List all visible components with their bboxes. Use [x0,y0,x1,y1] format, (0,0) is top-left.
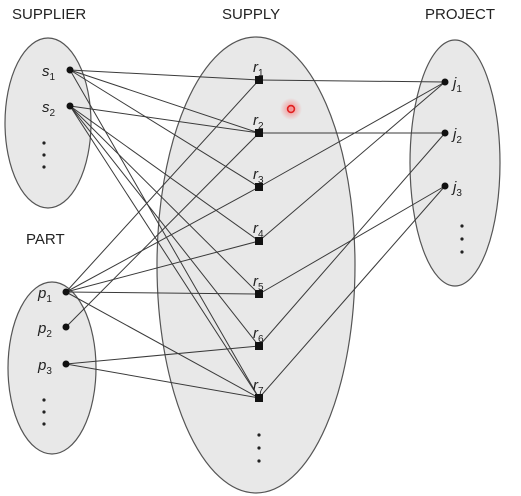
supplier-set-title: SUPPLIER [12,6,86,23]
node-label-s1: s1 [42,63,56,83]
edge-p1-r4 [65,240,260,293]
node-label-j1: j1 [451,75,462,95]
entity-node-s2 [66,102,74,110]
edge-p3-r6 [65,345,260,365]
entity-node-p2 [62,323,70,331]
node-label-r4: r4 [253,220,264,240]
relationship-node-r7 [255,394,263,402]
entity-node-p3 [62,360,70,368]
entity-node-p1 [62,288,70,296]
relationship-node-r3 [255,183,263,191]
edge-s2-r4 [69,105,260,242]
edge-s1-r3 [69,69,260,188]
relationship-node-r6 [255,342,263,350]
node-label-j3: j3 [451,179,462,199]
entity-node-j2 [441,129,449,137]
relationship-node-r1 [255,76,263,84]
edge-s2-r2 [69,105,260,134]
part-more-dots [42,398,46,426]
part-set-title: PART [26,231,65,248]
relationship-node-r2 [255,129,263,137]
node-label-j2: j2 [451,126,462,146]
entity-node-j3 [441,182,449,190]
edge-s1-r2 [69,69,260,134]
supply-set-title: SUPPLY [222,6,280,23]
node-label-r6: r6 [253,325,264,345]
relationship-node-r5 [255,290,263,298]
edge-s2-r5 [69,105,260,295]
relationship-node-r4 [255,237,263,245]
mouse-cursor-indicator [280,98,302,120]
project-more-dots [460,224,464,254]
edge-r7-j3 [258,185,446,399]
relationship-edges [65,69,446,399]
edge-p1-r1 [65,79,260,293]
entity-node-j1 [441,78,449,86]
supply-more-dots [257,433,261,463]
edge-s2-r6 [69,105,260,347]
supplier-more-dots [42,141,46,169]
entity-nodes: s1 s2 p1 p2 p3 r1 r2 r3 r4 r5 r6 r7 j1 j2 j3 [37,59,462,402]
node-label-r2: r2 [253,112,264,132]
node-label-s2: s2 [42,99,56,119]
edge-p1-r5 [65,291,260,295]
edge-s1-r1 [69,69,260,81]
node-label-p3: p3 [37,357,52,377]
edge-r6-j2 [258,132,446,347]
node-label-r3: r3 [253,166,264,186]
project-set-title: PROJECT [425,6,495,23]
node-label-r5: r5 [253,273,264,293]
node-label-r7: r7 [253,377,264,397]
edge-p3-r7 [65,363,260,399]
edge-s1-r7 [69,69,260,399]
supply-set-ellipse [156,36,356,494]
entity-node-s1 [66,66,74,74]
part-set-ellipse [7,281,97,455]
node-label-r1: r1 [253,59,264,79]
edge-r1-j1 [258,79,446,83]
node-label-p1: p1 [37,285,52,305]
edge-r4-j1 [258,81,446,242]
project-set-ellipse [409,39,501,287]
edge-p2-r2 [65,132,260,328]
node-label-p2: p2 [37,320,52,340]
edge-p1-r7 [65,291,260,399]
edge-p1-r3 [65,186,260,293]
supplier-set-ellipse [4,37,92,209]
edge-r3-j1 [258,81,446,188]
